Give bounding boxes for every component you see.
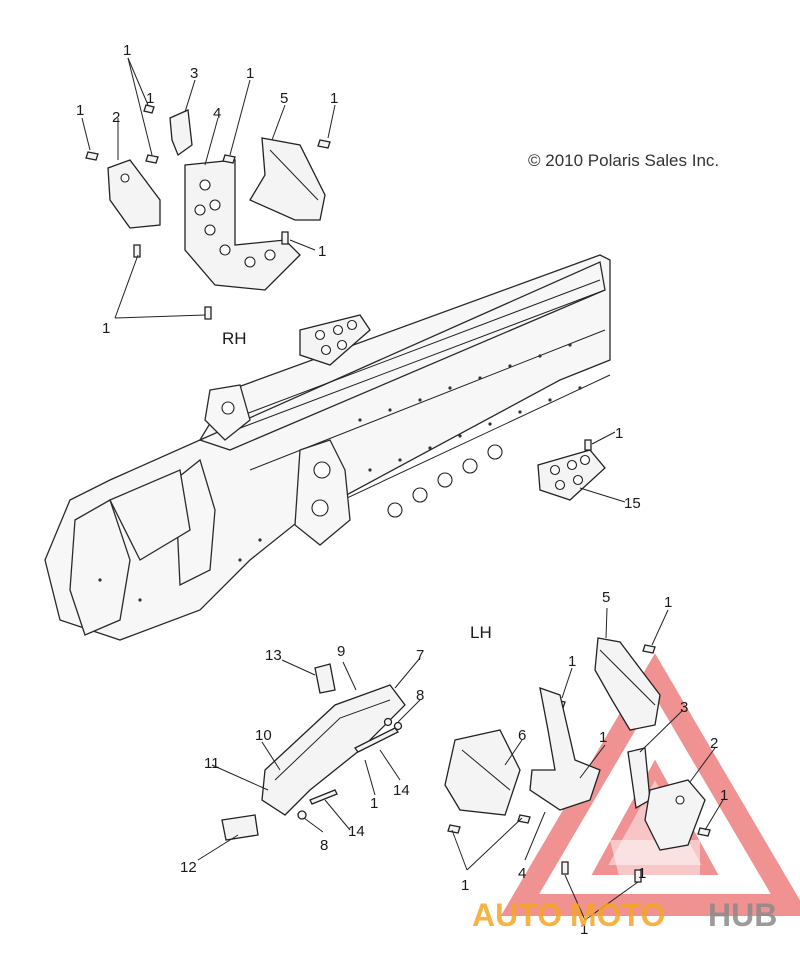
chassis-frame	[44, 254, 611, 641]
watermark-text: AUTO MOTO HUB	[472, 897, 777, 933]
callout-1: 1	[664, 594, 672, 611]
callout-8: 8	[320, 837, 328, 854]
callout-14: 14	[393, 782, 410, 799]
callout-1: 1	[76, 102, 84, 119]
lh-panel-6[interactable]	[444, 729, 521, 816]
callout-1: 1	[568, 653, 576, 670]
lh-label: LH	[470, 623, 492, 642]
copyright-notice: © 2010 Polaris Sales Inc.	[528, 151, 719, 170]
callout-7: 7	[416, 647, 424, 664]
callout-1: 1	[599, 729, 607, 746]
callout-2: 2	[710, 735, 718, 752]
callout-2: 2	[112, 109, 120, 126]
callout-labels: 1 1 1 1 1 1 1 1 1 1 1 1 1 1 1 1 2 3 4 5 …	[76, 42, 728, 938]
callout-5: 5	[602, 589, 610, 606]
frame-rivets	[98, 343, 582, 602]
rh-footrest-15[interactable]	[537, 449, 606, 501]
callout-1: 1	[461, 877, 469, 894]
lh-panel-5[interactable]	[594, 637, 661, 731]
callout-11: 11	[204, 755, 220, 772]
callout-1: 1	[146, 90, 154, 107]
callout-1: 1	[615, 425, 623, 442]
watermark-moto: MOTO	[570, 897, 665, 933]
callout-9: 9	[337, 643, 345, 660]
callout-1: 1	[246, 65, 254, 82]
rh-label: RH	[222, 329, 247, 348]
callout-5: 5	[280, 90, 288, 107]
callout-4: 4	[518, 865, 526, 882]
callout-13: 13	[265, 647, 282, 664]
callout-1: 1	[123, 42, 131, 59]
callout-12: 12	[180, 859, 197, 876]
watermark-auto: AUTO	[472, 897, 562, 933]
callout-15: 15	[624, 495, 641, 512]
callout-1: 1	[580, 921, 588, 938]
callout-3: 3	[190, 65, 198, 82]
callout-1: 1	[370, 795, 378, 812]
callout-8: 8	[416, 687, 424, 704]
lh-bracket-3[interactable]	[627, 747, 651, 810]
rh-bracket-2[interactable]	[107, 159, 161, 229]
lh-nut-8	[297, 717, 403, 820]
lh-footrest-4[interactable]	[529, 687, 601, 811]
callout-1: 1	[720, 787, 728, 804]
lh-bracket-13[interactable]	[314, 663, 336, 694]
lh-bracket-2[interactable]	[644, 779, 706, 851]
rh-footrest-15-upper[interactable]	[299, 314, 371, 366]
callout-4: 4	[213, 105, 221, 122]
callout-6: 6	[518, 727, 526, 744]
rh-panel-5[interactable]	[249, 137, 326, 221]
watermark-hub: HUB	[708, 897, 777, 933]
lh-plate-12[interactable]	[221, 814, 259, 841]
callout-3: 3	[680, 699, 688, 716]
callout-1: 1	[102, 320, 110, 337]
callout-1: 1	[638, 865, 646, 882]
callout-14: 14	[348, 823, 365, 840]
callout-10: 10	[255, 727, 272, 744]
lh-rod-14[interactable]	[309, 727, 399, 805]
rh-bracket-3[interactable]	[169, 109, 193, 157]
callout-1: 1	[318, 243, 326, 260]
leader-lines	[81, 57, 724, 921]
callout-1: 1	[330, 90, 338, 107]
rh-footrest-4[interactable]	[184, 159, 301, 291]
